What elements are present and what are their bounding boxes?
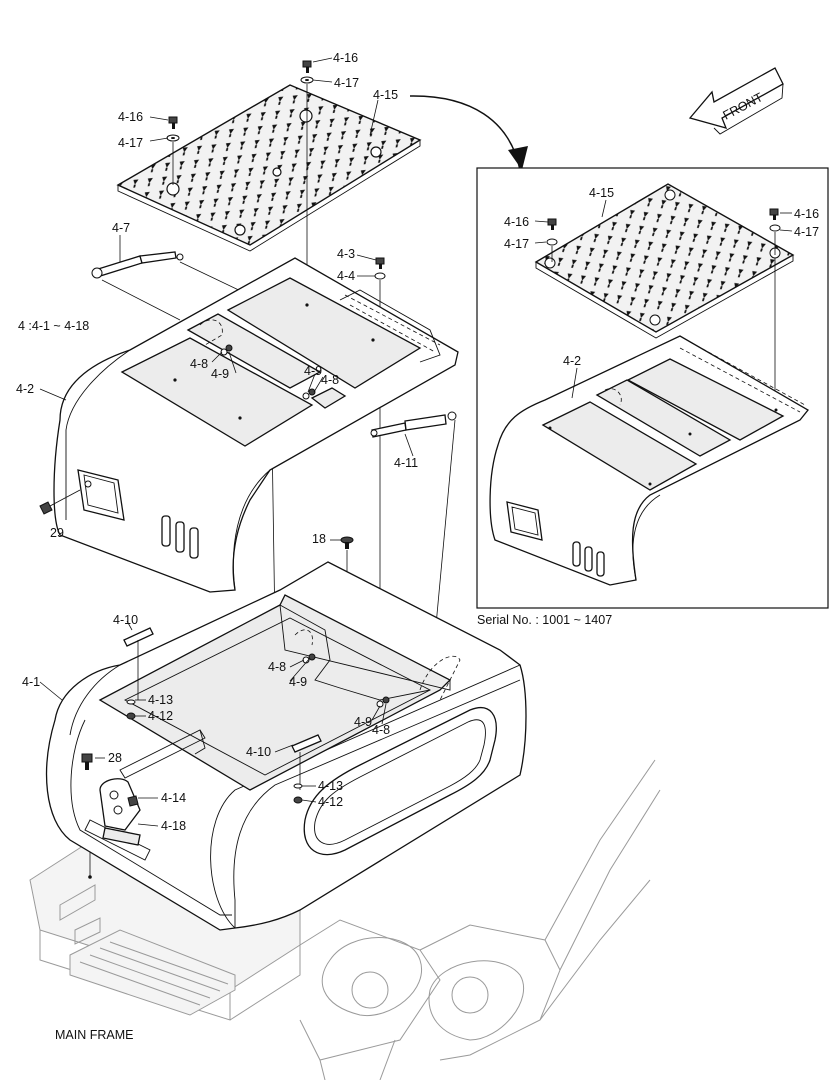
inset-label-4-2: 4-2 <box>563 354 581 368</box>
inset-serial-note: Serial No. : 1001 ~ 1407 <box>477 613 612 627</box>
label-4-13-center: 4-13 <box>318 779 343 793</box>
label-4-8-center: 4-8 <box>321 373 339 387</box>
label-4-16-top: 4-16 <box>333 51 358 65</box>
inset-label-4-17-left: 4-17 <box>504 237 529 251</box>
inset-label-4-17-right: 4-17 <box>794 225 819 239</box>
label-4-9-center: 4-9 <box>304 364 322 378</box>
label-4-10-center: 4-10 <box>246 745 271 759</box>
label-4-10-left: 4-10 <box>113 613 138 627</box>
bolt-4-14 <box>127 795 139 807</box>
inset-label-4-16-right: 4-16 <box>794 207 819 221</box>
bolt-4-3 <box>375 257 385 269</box>
label-18: 18 <box>312 532 326 546</box>
label-4-16-left: 4-16 <box>118 110 143 124</box>
label-4-1: 4-1 <box>22 675 40 689</box>
inset-panel <box>476 167 829 609</box>
bolt-18 <box>340 536 354 549</box>
label-4-9-left: 4-9 <box>211 367 229 381</box>
callout-labels: 4-16 4-17 4-16 4-17 4-15 4-7 4-3 4-4 4 :… <box>16 51 819 1042</box>
front-arrow: FRONT <box>688 67 784 135</box>
inset-arrow-head <box>508 146 528 170</box>
washer-4-4 <box>374 272 386 280</box>
bolt-4-16-left <box>168 116 178 129</box>
label-4-2: 4-2 <box>16 382 34 396</box>
label-4-3: 4-3 <box>337 247 355 261</box>
bolt-4-16-top <box>302 60 312 73</box>
label-28: 28 <box>108 751 122 765</box>
grating-4-15 <box>116 84 422 252</box>
cover-4-2 <box>53 257 459 593</box>
nut-washer-housing <box>302 653 390 708</box>
label-4-4: 4-4 <box>337 269 355 283</box>
label-4-14: 4-14 <box>161 791 186 805</box>
bolt-28 <box>81 753 93 770</box>
label-4-18: 4-18 <box>161 819 186 833</box>
nut-washer-cover <box>220 344 316 400</box>
label-4-15: 4-15 <box>373 88 398 102</box>
label-4-8-lower: 4-8 <box>268 660 286 674</box>
label-assembly-note: 4 :4-1 ~ 4-18 <box>18 319 89 333</box>
bracket-4-10-left <box>123 627 154 700</box>
label-4-9-lower: 4-9 <box>289 675 307 689</box>
nut-washer-4-13-4-12-left <box>126 699 136 720</box>
lock-plate-4-18 <box>99 778 141 846</box>
label-4-13-left: 4-13 <box>148 693 173 707</box>
bolt-29 <box>39 489 81 515</box>
inset-label-4-16-left: 4-16 <box>504 215 529 229</box>
label-4-12-center: 4-12 <box>318 795 343 809</box>
label-main-frame: MAIN FRAME <box>55 1028 133 1042</box>
inset-label-4-15: 4-15 <box>589 186 614 200</box>
inset-arrow <box>409 95 521 171</box>
label-4-8-left: 4-8 <box>190 357 208 371</box>
gas-strut-4-7 <box>91 251 184 279</box>
housing-4-1 <box>46 561 527 931</box>
label-4-8-right: 4-8 <box>372 723 390 737</box>
label-4-17-top: 4-17 <box>334 76 359 90</box>
label-4-7: 4-7 <box>112 221 130 235</box>
label-4-12-left: 4-12 <box>148 709 173 723</box>
label-29: 29 <box>50 526 64 540</box>
washer-4-17-left <box>166 134 180 142</box>
gas-strut-4-11 <box>370 411 457 438</box>
label-4-17-left: 4-17 <box>118 136 143 150</box>
leader-lines <box>39 57 793 827</box>
label-4-11: 4-11 <box>394 456 418 470</box>
washer-4-17-top <box>300 76 314 84</box>
label-4-9-right: 4-9 <box>354 715 372 729</box>
